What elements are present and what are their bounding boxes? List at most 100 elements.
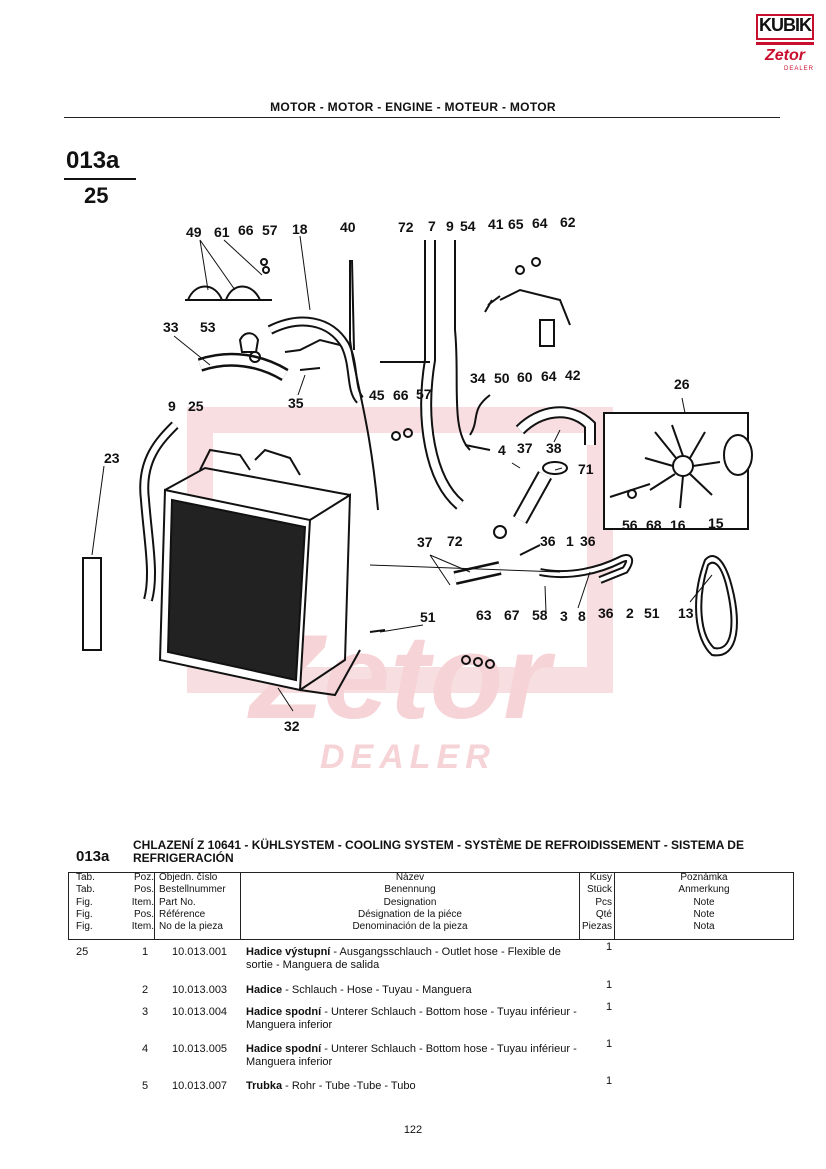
row-qty: 1 bbox=[606, 1001, 613, 1013]
row-name-rest: - Ausgangsschlauch - Outlet hose - Flexi… bbox=[246, 946, 561, 971]
callout: 18 bbox=[292, 221, 308, 237]
callout: 35 bbox=[288, 395, 304, 411]
row-name: Trubka - Rohr - Tube -Tube - Tubo bbox=[246, 1080, 582, 1093]
row-part-number: 10.013.003 bbox=[172, 984, 228, 996]
row-pos: 2 bbox=[142, 984, 149, 996]
callout: 26 bbox=[674, 376, 690, 392]
kubik-zetor-logo: KUBIK Zetor DEALER bbox=[756, 14, 814, 72]
callout: 68 bbox=[646, 517, 662, 533]
callout: 32 bbox=[284, 718, 300, 734]
header-name-col: Název Benennung Designation Désignation … bbox=[242, 872, 578, 940]
callout: 53 bbox=[200, 319, 216, 335]
row-part-number: 10.013.007 bbox=[172, 1080, 228, 1092]
header-cell: Fig. bbox=[76, 908, 93, 920]
header-qty-col: Kusy Stück Pcs Qté Piezas bbox=[580, 872, 612, 940]
upper-right-fittings bbox=[464, 288, 596, 451]
callout: 72 bbox=[447, 533, 463, 549]
logo-top-word: KUBIK bbox=[759, 15, 812, 35]
callout: 64 bbox=[541, 368, 557, 384]
callout: 71 bbox=[578, 461, 594, 477]
row-pos: 5 bbox=[142, 1080, 149, 1092]
left-hose bbox=[139, 421, 179, 602]
callout: 37 bbox=[517, 440, 533, 456]
header-cell: Pcs bbox=[595, 896, 612, 908]
header-cell: Benennung bbox=[384, 884, 436, 896]
callout: 25 bbox=[188, 398, 204, 414]
row-name-bold: Hadice bbox=[246, 984, 283, 996]
header-divider bbox=[64, 117, 780, 118]
row-name-rest: - Schlauch - Hose - Tuyau - Manguera bbox=[282, 984, 472, 996]
header-cell: Kusy bbox=[589, 872, 612, 883]
header-bottom-rule bbox=[68, 939, 794, 940]
callout: 15 bbox=[708, 515, 724, 531]
callout: 36 bbox=[598, 605, 614, 621]
callout: 3 bbox=[560, 608, 568, 624]
row-name-rest: - Unterer Schlauch - Bottom hose - Tuyau… bbox=[246, 1006, 577, 1031]
callout: 9 bbox=[446, 218, 454, 234]
callout: 62 bbox=[560, 214, 576, 230]
callout: 7 bbox=[428, 218, 436, 234]
row-name: Hadice spodní - Unterer Schlauch - Botto… bbox=[246, 1043, 582, 1069]
callout: 51 bbox=[420, 609, 436, 625]
header-divider bbox=[68, 872, 69, 940]
header-divider bbox=[793, 872, 794, 940]
section-code: 013a bbox=[66, 147, 120, 174]
header-cell: Poznámka bbox=[680, 872, 728, 883]
header-divider bbox=[240, 872, 241, 940]
callout: 60 bbox=[517, 369, 533, 385]
callout: 13 bbox=[678, 605, 694, 621]
header-cell: Tab. bbox=[76, 872, 95, 883]
row-qty: 1 bbox=[606, 941, 613, 953]
bracket-plate bbox=[82, 557, 102, 651]
bracket bbox=[185, 285, 272, 301]
callout: 8 bbox=[578, 608, 586, 624]
header-cell: Note bbox=[693, 908, 715, 920]
header-cell: Denominación de la pieza bbox=[352, 921, 468, 933]
header-cell: Référence bbox=[159, 908, 206, 920]
callout: 16 bbox=[670, 517, 686, 533]
callout: 9 bbox=[168, 398, 176, 414]
callout: 40 bbox=[340, 219, 356, 235]
header-pos-col: Poz. Pos. Item. Pos. Item. bbox=[124, 872, 154, 940]
header-cell: Piezas bbox=[581, 921, 612, 933]
callout: 49 bbox=[186, 224, 202, 240]
callout: 54 bbox=[460, 218, 476, 234]
header-cell: Bestellnummer bbox=[159, 884, 226, 896]
callout: 50 bbox=[494, 370, 510, 386]
callout: 61 bbox=[214, 224, 230, 240]
header-cell: Qté bbox=[595, 908, 612, 920]
row-qty: 1 bbox=[606, 1038, 613, 1050]
callout: 23 bbox=[104, 450, 120, 466]
row-name-bold: Hadice spodní bbox=[246, 1006, 322, 1018]
logo-divider bbox=[756, 42, 814, 45]
callout: 41 bbox=[488, 216, 504, 232]
row-name-bold: Hadice spodní bbox=[246, 1043, 322, 1055]
callout: 65 bbox=[508, 216, 524, 232]
callout: 66 bbox=[393, 387, 409, 403]
callout: 72 bbox=[398, 219, 414, 235]
fasteners bbox=[260, 257, 541, 669]
row-part-number: 10.013.004 bbox=[172, 1006, 228, 1018]
section-divider bbox=[64, 178, 136, 180]
callout: 66 bbox=[238, 222, 254, 238]
row-part-number: 10.013.005 bbox=[172, 1043, 228, 1055]
header-cell: Designation bbox=[383, 896, 437, 908]
row-part-number: 10.013.001 bbox=[172, 946, 228, 958]
radiator bbox=[158, 448, 361, 697]
header-cell: Part No. bbox=[159, 896, 196, 908]
callout: 33 bbox=[163, 319, 179, 335]
callout: 67 bbox=[504, 607, 520, 623]
row-pos: 4 bbox=[142, 1043, 149, 1055]
callout: 34 bbox=[470, 370, 486, 386]
header-cell: Název bbox=[395, 872, 425, 883]
row-pos: 1 bbox=[142, 946, 149, 958]
header-cell: Désignation de la piéce bbox=[358, 908, 462, 920]
fan-assembly bbox=[603, 412, 753, 530]
table-section-code: 013a bbox=[76, 848, 110, 865]
logo-brand: Zetor bbox=[765, 47, 805, 64]
header-cell: Stück bbox=[586, 884, 612, 896]
header-cell: Poz. bbox=[133, 872, 154, 883]
header-cell: No de la pieza bbox=[159, 921, 223, 933]
row-qty: 1 bbox=[606, 1075, 613, 1087]
watermark-sub: DEALER bbox=[320, 738, 496, 776]
